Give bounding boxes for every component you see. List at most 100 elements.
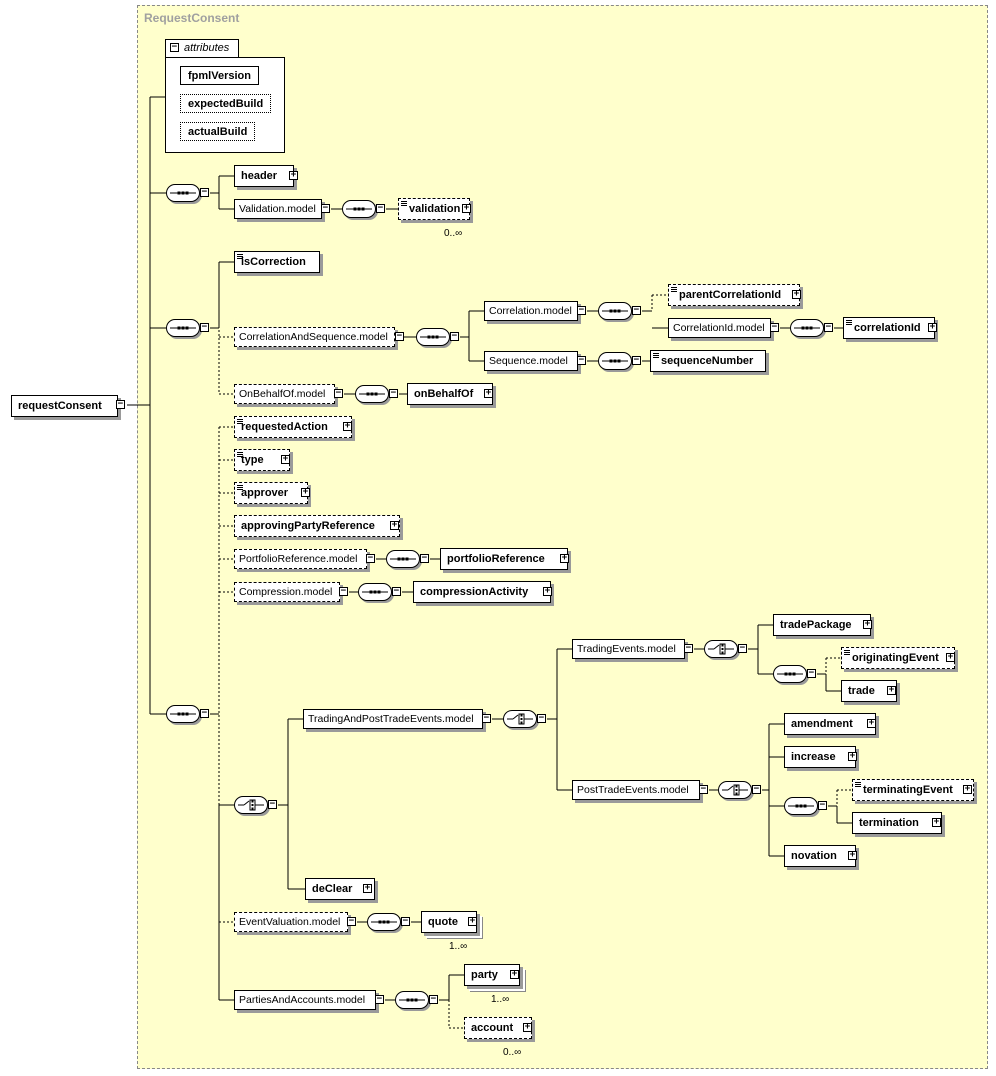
collapse-icon[interactable]: − xyxy=(577,355,586,365)
collapse-icon[interactable]: − xyxy=(807,668,816,678)
collapse-icon[interactable]: − xyxy=(770,322,779,332)
sequence-compositor[interactable] xyxy=(166,184,200,202)
element-amendment[interactable]: amendment xyxy=(784,713,876,735)
element-approvingPartyReference[interactable]: approvingPartyReference xyxy=(234,515,400,537)
collapse-icon[interactable]: − xyxy=(632,305,641,315)
collapse-icon[interactable]: − xyxy=(200,187,209,197)
expand-icon[interactable]: + xyxy=(281,454,290,464)
choice-compositor[interactable] xyxy=(234,796,268,814)
collapse-icon[interactable]: − xyxy=(375,994,384,1004)
expand-icon[interactable]: + xyxy=(963,784,972,794)
group-correlation-model[interactable]: Correlation.model xyxy=(484,301,578,321)
element-approver[interactable]: approver xyxy=(234,482,308,504)
collapse-icon[interactable]: − xyxy=(401,916,410,926)
sequence-compositor[interactable] xyxy=(416,328,450,346)
collapse-icon[interactable]: − xyxy=(200,708,209,718)
expand-icon[interactable]: + xyxy=(523,1022,532,1032)
expand-icon[interactable]: + xyxy=(560,553,569,563)
collapse-icon[interactable]: − xyxy=(450,331,459,341)
collapse-icon[interactable]: − xyxy=(738,643,747,653)
expand-icon[interactable]: + xyxy=(390,520,399,530)
element-termination[interactable]: termination xyxy=(852,812,942,834)
collapse-icon[interactable]: − xyxy=(376,203,385,213)
expand-icon[interactable]: + xyxy=(932,817,941,827)
sequence-compositor[interactable] xyxy=(773,665,807,683)
expand-icon[interactable]: + xyxy=(343,421,352,431)
choice-compositor[interactable] xyxy=(718,781,752,799)
expand-icon[interactable]: + xyxy=(543,586,552,596)
group-tradingandposttradeevents-model[interactable]: TradingAndPostTradeEvents.model xyxy=(303,709,483,729)
expand-icon[interactable]: + xyxy=(363,883,372,893)
expand-icon[interactable]: + xyxy=(863,619,872,629)
expand-icon[interactable]: + xyxy=(848,751,857,761)
group-validation-model[interactable]: Validation.model xyxy=(234,199,322,219)
sequence-compositor[interactable] xyxy=(342,200,376,218)
collapse-icon[interactable]: − xyxy=(366,553,375,563)
attribute-actualBuild[interactable]: actualBuild xyxy=(180,122,256,141)
sequence-compositor[interactable] xyxy=(367,913,401,931)
element-novation[interactable]: novation xyxy=(784,845,856,867)
expand-icon[interactable]: + xyxy=(792,289,801,299)
expand-icon[interactable]: + xyxy=(301,487,310,497)
collapse-icon[interactable]: − xyxy=(824,322,833,332)
group-correlationid-model[interactable]: CorrelationId.model xyxy=(668,318,771,338)
collapse-icon[interactable]: − xyxy=(389,388,398,398)
element-sequenceNumber[interactable]: sequenceNumber xyxy=(650,350,766,372)
collapse-icon[interactable]: − xyxy=(632,355,641,365)
element-type[interactable]: type xyxy=(234,449,290,471)
group-tradingevents-model[interactable]: TradingEvents.model xyxy=(572,639,685,659)
element-portfolioReference[interactable]: portfolioReference xyxy=(440,548,568,570)
expand-icon[interactable]: + xyxy=(887,685,896,695)
element-header[interactable]: header xyxy=(234,165,294,187)
sequence-compositor[interactable] xyxy=(395,991,429,1009)
group-posttradeevents-model[interactable]: PostTradeEvents.model xyxy=(572,780,700,800)
element-deClear[interactable]: deClear xyxy=(305,878,375,900)
choice-compositor[interactable] xyxy=(503,710,537,728)
collapse-icon[interactable]: − xyxy=(752,784,761,794)
element-terminatingEvent[interactable]: terminatingEvent xyxy=(852,779,974,801)
collapse-icon[interactable]: − xyxy=(392,586,401,596)
expand-icon[interactable]: + xyxy=(289,170,298,180)
expand-icon[interactable]: + xyxy=(468,916,477,926)
group-onbehalfof-model[interactable]: OnBehalfOf.model xyxy=(234,384,335,404)
element-quote[interactable]: quote xyxy=(421,911,477,933)
sequence-compositor[interactable] xyxy=(166,319,200,337)
collapse-icon[interactable]: − xyxy=(334,388,343,398)
sequence-compositor[interactable] xyxy=(784,797,818,815)
sequence-compositor[interactable] xyxy=(598,302,632,320)
collapse-icon[interactable]: − xyxy=(339,586,348,596)
collapse-icon[interactable]: − xyxy=(699,784,708,794)
collapse-icon[interactable]: − xyxy=(268,799,277,809)
expand-icon[interactable]: + xyxy=(867,718,876,728)
collapse-icon[interactable]: − xyxy=(395,331,404,341)
group-partiesandaccounts-model[interactable]: PartiesAndAccounts.model xyxy=(234,990,376,1010)
group-compression-model[interactable]: Compression.model xyxy=(234,582,340,602)
element-originatingEvent[interactable]: originatingEvent xyxy=(841,647,955,669)
expand-icon[interactable]: + xyxy=(928,322,937,332)
group-eventvaluation-model[interactable]: EventValuation.model xyxy=(234,912,348,932)
collapse-icon[interactable]: − xyxy=(170,42,179,52)
collapse-icon[interactable]: − xyxy=(684,643,693,653)
element-tradePackage[interactable]: tradePackage xyxy=(773,614,871,636)
expand-icon[interactable]: + xyxy=(946,652,955,662)
expand-icon[interactable]: + xyxy=(484,388,493,398)
sequence-compositor[interactable] xyxy=(598,352,632,370)
choice-compositor[interactable] xyxy=(704,640,738,658)
attribute-fpmlVersion[interactable]: fpmlVersion xyxy=(180,66,259,85)
expand-icon[interactable]: + xyxy=(510,969,519,979)
collapse-icon[interactable]: − xyxy=(537,713,546,723)
element-increase[interactable]: increase xyxy=(784,746,856,768)
collapse-icon[interactable]: − xyxy=(818,800,827,810)
collapse-icon[interactable]: − xyxy=(347,916,356,926)
sequence-compositor[interactable] xyxy=(358,583,392,601)
expand-icon[interactable]: + xyxy=(462,203,471,213)
element-account[interactable]: account xyxy=(464,1017,532,1039)
sequence-compositor[interactable] xyxy=(166,705,200,723)
element-compressionActivity[interactable]: compressionActivity xyxy=(413,581,551,603)
collapse-icon[interactable]: − xyxy=(482,713,491,723)
collapse-icon[interactable]: − xyxy=(577,305,586,315)
element-trade[interactable]: trade xyxy=(841,680,897,702)
collapse-icon[interactable]: − xyxy=(429,994,438,1004)
element-isCorrection[interactable]: isCorrection xyxy=(234,251,320,273)
element-onBehalfOf[interactable]: onBehalfOf xyxy=(407,383,493,405)
